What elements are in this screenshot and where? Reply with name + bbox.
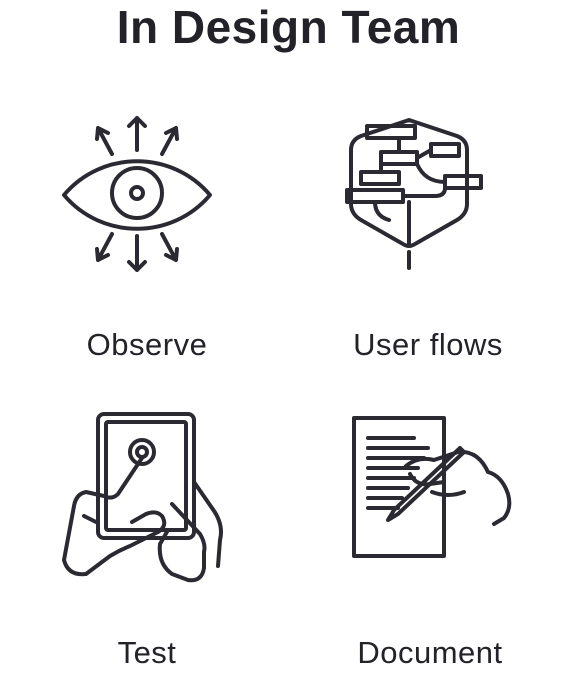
- page-title: In Design Team: [116, 1, 461, 53]
- item-label-user-flows: User flows: [353, 327, 503, 362]
- user-flow-diagram-icon: [345, 118, 483, 270]
- item-label-test: Test: [117, 635, 177, 670]
- tablet-touch-icon: [62, 412, 223, 583]
- item-label-document: Document: [357, 635, 503, 670]
- document-signing-icon: [352, 416, 512, 558]
- item-label-observe: Observe: [86, 327, 208, 362]
- eye-icon: [62, 116, 212, 272]
